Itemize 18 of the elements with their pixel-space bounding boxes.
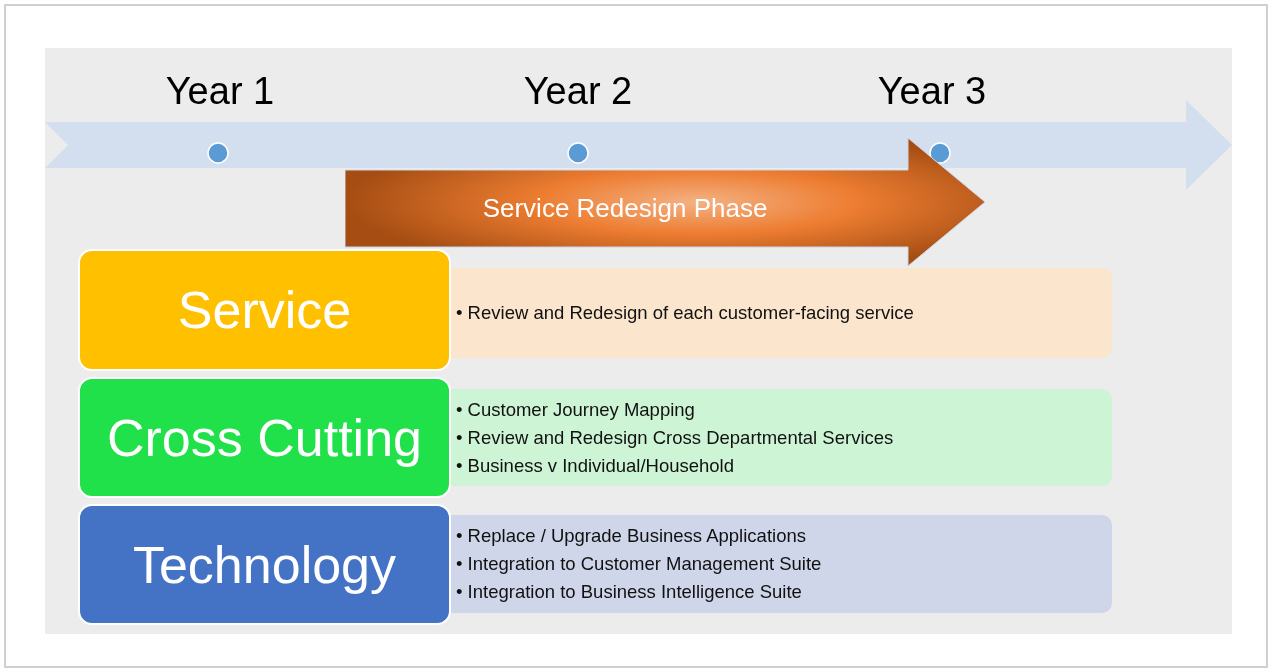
phase-label: Service Redesign Phase xyxy=(482,193,768,224)
category-box: Technology xyxy=(78,504,451,625)
bullet-item: • Replace / Upgrade Business Applications xyxy=(456,524,807,548)
detail-panel xyxy=(451,389,1112,486)
phase-arrow xyxy=(345,138,985,266)
bullet-item: • Customer Journey Mapping xyxy=(456,397,696,422)
bullet-item: • Business v Individual/Household xyxy=(456,453,735,478)
category-box: Service xyxy=(78,249,451,371)
year-label: Year 2 xyxy=(523,70,633,113)
year-label: Year 1 xyxy=(165,70,275,113)
bullet-item: • Review and Redesign of each customer-facing service xyxy=(456,301,915,325)
bullet-item: • Integration to Business Intelligence Suite xyxy=(456,580,803,604)
bullet-item: • Integration to Customer Management Suite xyxy=(456,552,823,576)
bullet-item: • Review and Redesign Cross Departmental Services xyxy=(456,425,895,450)
detail-panel xyxy=(451,268,1112,358)
year-label: Year 3 xyxy=(877,70,987,113)
detail-panel xyxy=(451,515,1112,613)
category-box: Cross Cutting xyxy=(78,377,451,498)
